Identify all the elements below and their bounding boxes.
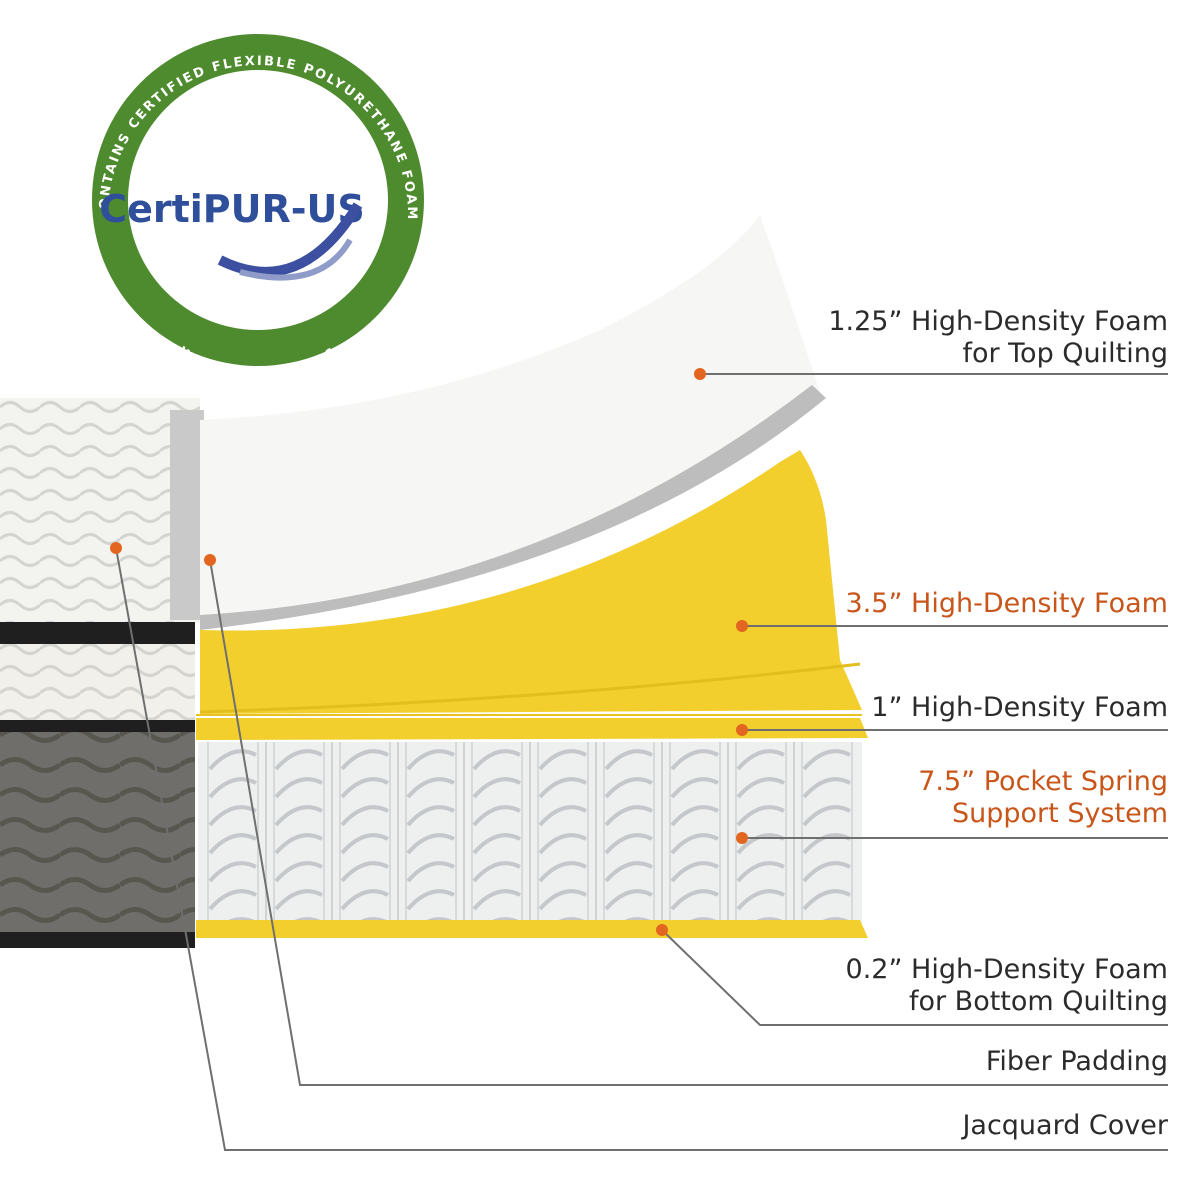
marker-jacquard bbox=[110, 542, 122, 554]
label-line: 3.5” High-Density Foam bbox=[845, 588, 1168, 619]
label-jacquard-cover: Jacquard Cover bbox=[962, 1110, 1168, 1142]
top-quilting-foam bbox=[200, 215, 820, 630]
label-top-quilting-foam: 1.25” High-Density Foam for Top Quilting bbox=[828, 306, 1168, 370]
label-line: Fiber Padding bbox=[985, 1046, 1168, 1077]
bottom-quilting-foam bbox=[196, 920, 868, 938]
marker-fiber bbox=[204, 554, 216, 566]
mattress-side-section bbox=[0, 398, 204, 948]
label-pocket-spring: 7.5” Pocket Spring Support System bbox=[918, 766, 1168, 830]
layer-markers bbox=[110, 368, 748, 936]
three-point-five-inch-foam bbox=[200, 450, 862, 714]
label-line: 1.25” High-Density Foam bbox=[828, 306, 1168, 337]
marker-top-foam bbox=[694, 368, 706, 380]
label-line: 0.2” High-Density Foam bbox=[845, 954, 1168, 985]
label-bottom-quilting-foam: 0.2” High-Density Foam for Bottom Quilti… bbox=[846, 954, 1168, 1018]
leader-lines bbox=[115, 373, 1168, 1151]
label-line: 7.5” Pocket Spring bbox=[918, 766, 1168, 797]
certipur-badge: CONTAINS CERTIFIED FLEXIBLE POLYURETHANE… bbox=[0, 0, 424, 386]
marker-spring bbox=[736, 832, 748, 844]
label-fiber-padding: Fiber Padding bbox=[986, 1046, 1168, 1078]
badge-logo-text: CertiPUR-US bbox=[99, 187, 365, 231]
label-3-5-foam: 3.5” High-Density Foam bbox=[846, 588, 1168, 620]
label-1-foam: 1” High-Density Foam bbox=[871, 692, 1168, 724]
label-line: for Top Quilting bbox=[962, 338, 1168, 369]
one-inch-foam bbox=[196, 718, 868, 740]
label-line: for Bottom Quilting bbox=[908, 986, 1168, 1017]
marker-3-5-foam bbox=[736, 620, 748, 632]
label-line: Jacquard Cover bbox=[962, 1110, 1168, 1141]
marker-1-foam bbox=[736, 724, 748, 736]
label-line: Support System bbox=[952, 798, 1168, 829]
marker-bottom-foam bbox=[656, 924, 668, 936]
label-line: 1” High-Density Foam bbox=[871, 692, 1168, 723]
